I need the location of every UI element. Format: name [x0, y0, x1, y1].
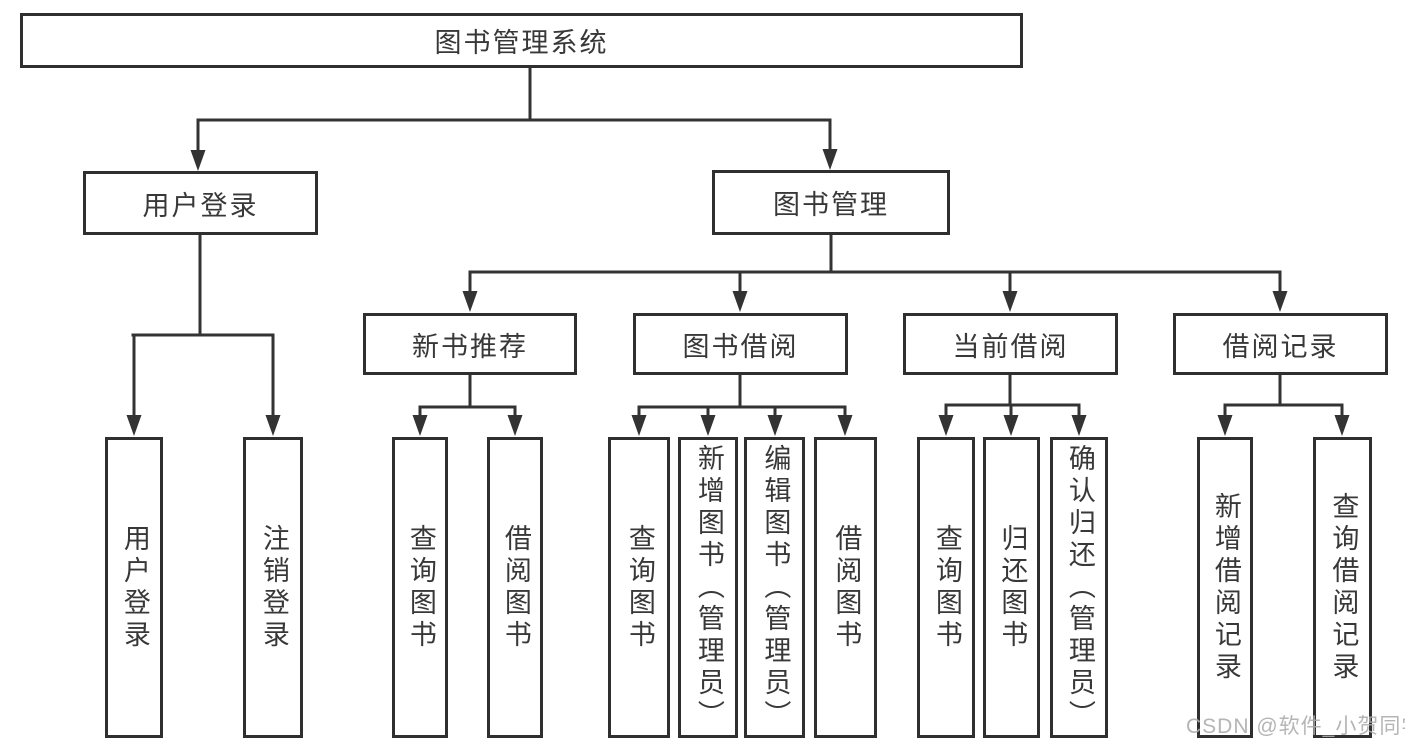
node-book-borrow: 图书借阅 — [633, 313, 848, 375]
node-new-book-recommend: 新书推荐 — [363, 313, 577, 375]
node-label: 图书管理系统 — [434, 28, 609, 58]
csdn-watermark: CSDN @软件_小贺同学 — [1186, 715, 1405, 738]
leaf-label: 查询图书 — [405, 523, 436, 652]
node-label: 图书管理 — [773, 190, 889, 220]
leaf-label: 查询借阅记录 — [1328, 491, 1359, 684]
leaf-label: 借阅图书 — [500, 523, 531, 652]
leaf-label: 新增借阅记录 — [1210, 491, 1241, 684]
leaf-label: 借阅图书 — [831, 523, 862, 652]
leaf-add-borrow-record: 新增借阅记录 — [1197, 437, 1253, 738]
leaf-label: 查询图书 — [624, 523, 655, 652]
leaf-logout: 注销登录 — [243, 437, 303, 738]
leaf-borrow-books-1: 借阅图书 — [487, 437, 543, 738]
leaf-label: 归还图书 — [997, 523, 1028, 652]
leaf-query-books-2: 查询图书 — [608, 437, 670, 738]
leaf-query-books-1: 查询图书 — [392, 437, 448, 738]
leaf-confirm-return-admin: 确认归还（管理员） — [1050, 437, 1108, 738]
node-borrow-records: 借阅记录 — [1173, 313, 1388, 375]
leaf-return-book: 归还图书 — [983, 437, 1040, 738]
leaf-label: 查询图书 — [931, 523, 962, 652]
leaf-label: 确认归还（管理员） — [1064, 443, 1095, 732]
leaf-label: 新增图书（管理员） — [693, 443, 724, 732]
node-label: 借阅记录 — [1222, 331, 1339, 362]
node-book-management: 图书管理 — [712, 170, 950, 235]
leaf-label: 编辑图书（管理员） — [760, 443, 791, 732]
leaf-label: 注销登录 — [258, 523, 289, 652]
leaf-query-borrow-record: 查询借阅记录 — [1313, 437, 1372, 738]
leaf-label: 用户登录 — [119, 523, 150, 652]
leaf-add-book-admin: 新增图书（管理员） — [678, 437, 738, 738]
leaf-user-login: 用户登录 — [105, 437, 163, 738]
leaf-edit-book-admin: 编辑图书（管理员） — [744, 437, 805, 738]
node-library-management-system: 图书管理系统 — [20, 13, 1023, 68]
node-label: 用户登录 — [142, 190, 259, 221]
leaf-query-books-3: 查询图书 — [917, 437, 975, 738]
node-label: 新书推荐 — [412, 331, 528, 362]
leaf-borrow-books-2: 借阅图书 — [814, 437, 877, 738]
node-user-login: 用户登录 — [83, 171, 318, 235]
node-current-borrow: 当前借阅 — [903, 313, 1118, 375]
node-label: 图书借阅 — [682, 331, 799, 362]
node-label: 当前借阅 — [952, 331, 1069, 362]
